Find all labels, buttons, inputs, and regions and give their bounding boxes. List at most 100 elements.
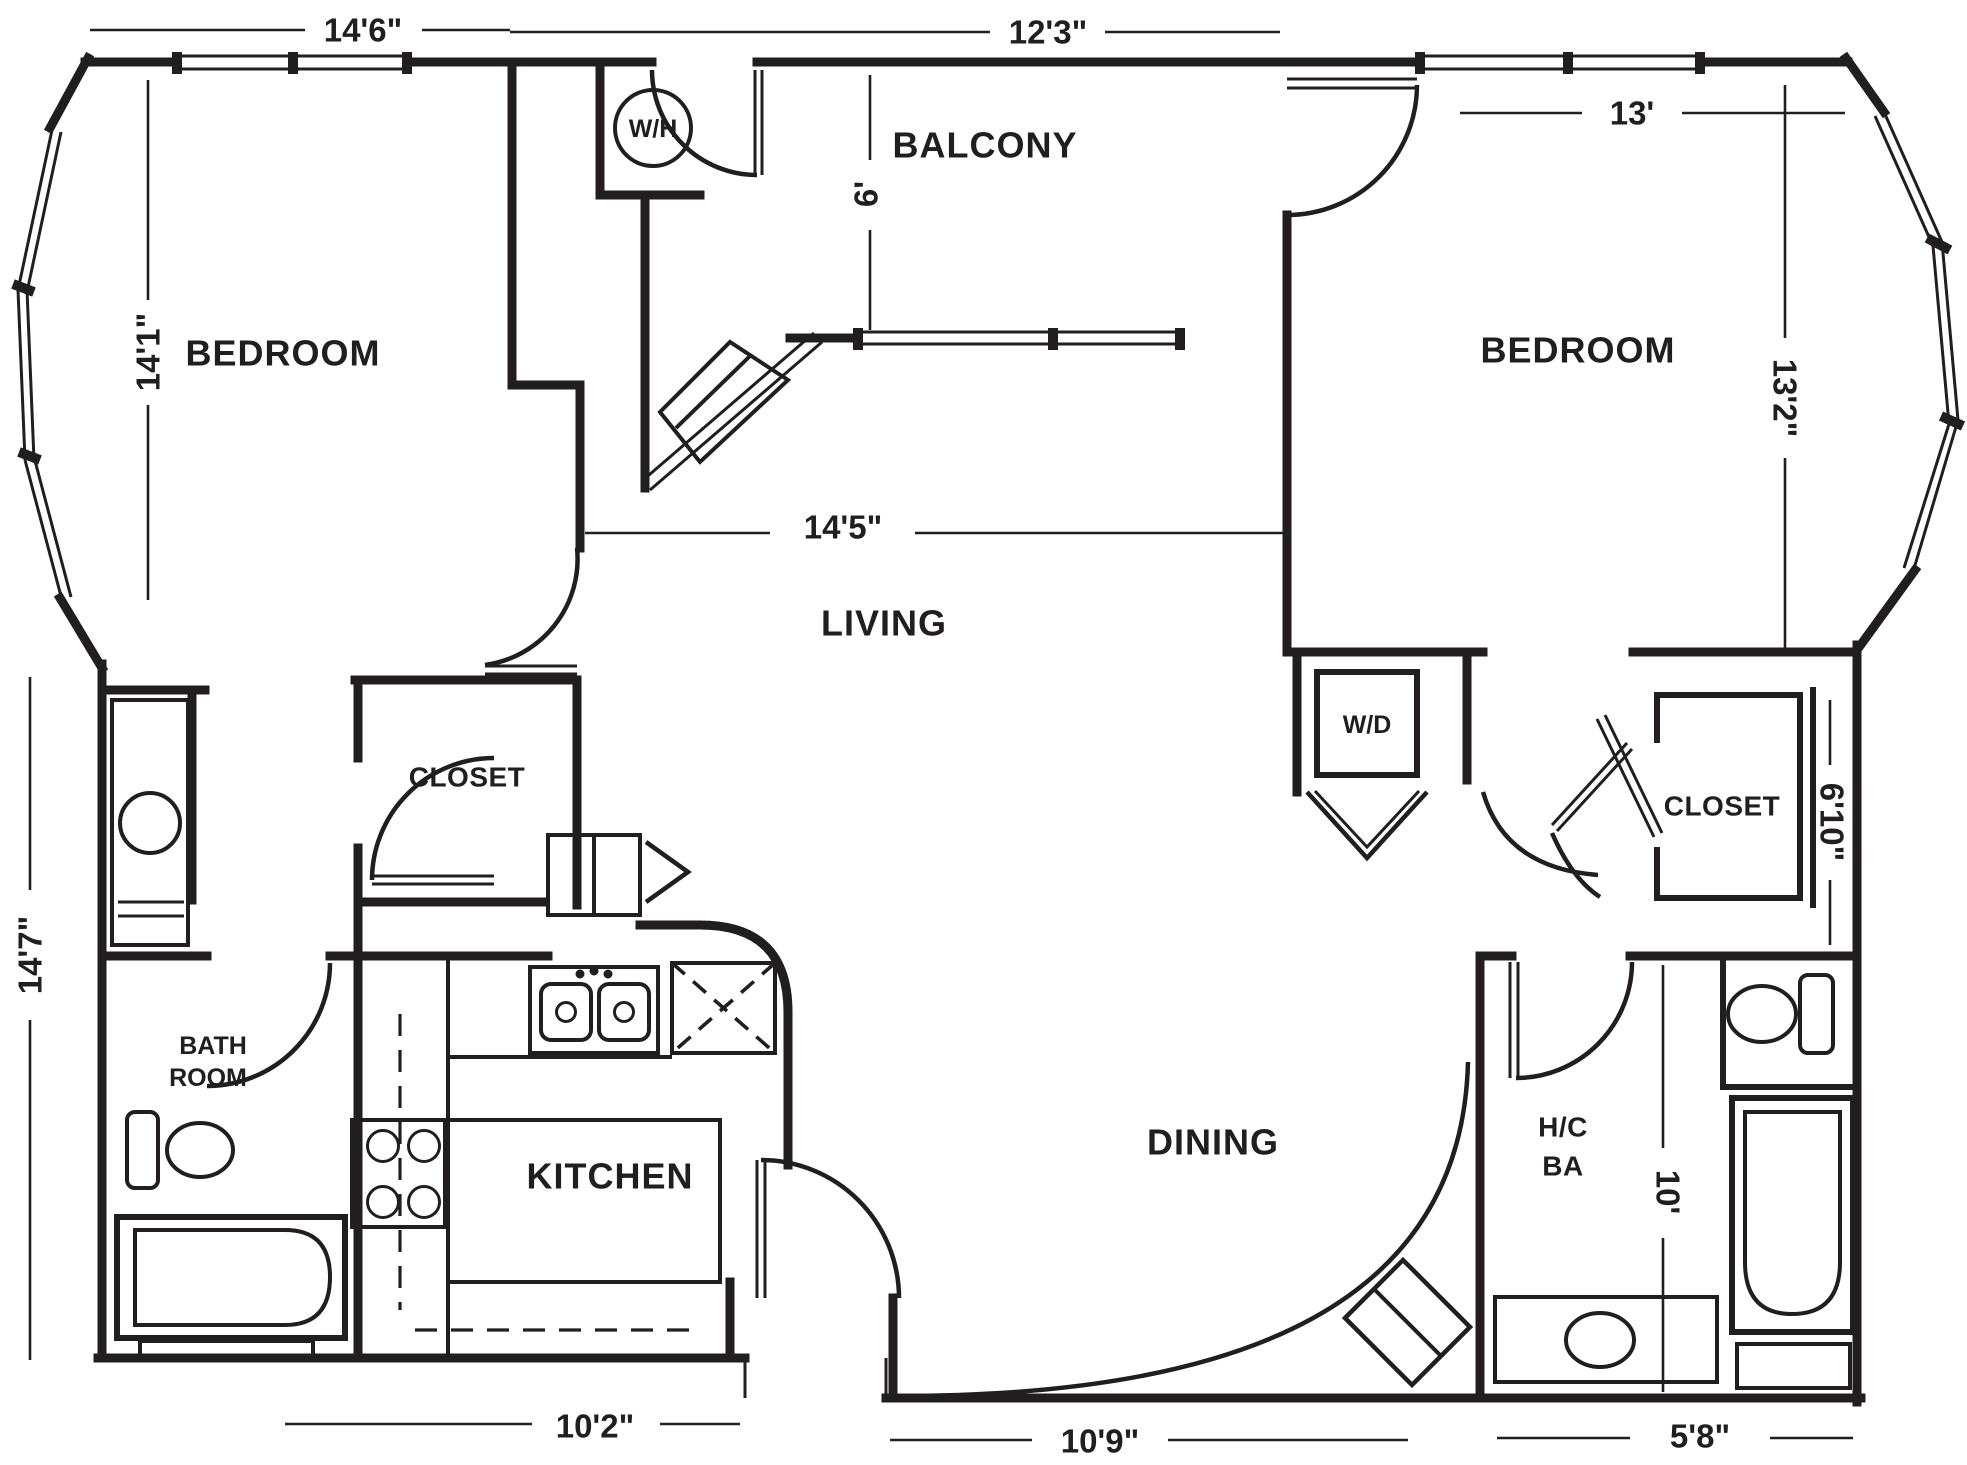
window-bay-right-3 (1902, 419, 1960, 573)
bifold-door-wd-inner (1313, 789, 1421, 850)
faucet-dot-2 (589, 966, 599, 976)
walls (43, 51, 1922, 1407)
vanity2-counter (1493, 1295, 1719, 1384)
door-arc-bedroom2-balcony (1286, 84, 1420, 218)
room-label-closet-left: CLOSET (409, 762, 526, 793)
door-arc-bath1 (206, 962, 333, 1089)
vanity1-shelf (118, 900, 184, 918)
dim-label-closet2-height: 6'10" (1814, 783, 1851, 862)
tub1-step (138, 1339, 315, 1358)
appliance-label-wh: W/H (629, 115, 678, 143)
corner-cabinet-dining (1341, 1256, 1474, 1389)
room-label-balcony: BALCONY (893, 125, 1078, 166)
wall-bay-right-stub-bottom (1850, 563, 1922, 657)
toilet1-tank-icon (125, 1110, 160, 1190)
toilet1-bowl-icon (165, 1121, 235, 1179)
door-arc-bedroom1 (484, 547, 580, 668)
dim-label-balcony-depth: 6' (848, 181, 885, 207)
appliance-label-wd: W/D (1343, 711, 1392, 739)
door-arc-entry (760, 1157, 902, 1299)
sink-basin-right-icon (597, 982, 651, 1042)
dim-label-bottom-middle: 10'9" (1061, 1423, 1140, 1460)
toilet2-tank-icon (1798, 973, 1835, 1055)
toilet2-bowl-icon (1726, 984, 1798, 1044)
door-leaf-closet2 (1550, 741, 1634, 833)
door-leaf-bedroom2-balcony (1287, 77, 1417, 90)
wall-kitchen-divider (635, 920, 793, 1170)
tub2-step (1735, 1342, 1852, 1390)
burner-4 (407, 1185, 441, 1219)
dim-label-bottom-right: 5'8" (1670, 1418, 1730, 1455)
entry-threshold-jambs (743, 1358, 888, 1398)
door-leaf-closet1 (372, 874, 494, 886)
tub1-surround (114, 1214, 348, 1341)
dim-label-living-width: 14'5" (804, 509, 883, 546)
bifold-door-wd (1305, 790, 1429, 862)
tub2-surround (1729, 1095, 1856, 1335)
vanity1-counter (110, 698, 190, 947)
refrigerator-box (670, 961, 777, 1055)
water-heater-icon (613, 88, 693, 168)
room-label-bathroom-line1: BATH (179, 1032, 247, 1060)
door-arc-bedroom2-hall (1480, 791, 1599, 878)
burner-1 (366, 1129, 400, 1163)
window-bay-left-posts (11, 279, 42, 465)
vanity1-sink-icon (118, 791, 182, 855)
window-bay-left-3 (23, 456, 73, 601)
wall-bay-left-stub-bottom (53, 591, 109, 675)
dim-label-bottom-left: 10'2" (556, 1408, 635, 1445)
fireplace-icon (657, 339, 792, 465)
dimension-lines (28, 28, 1853, 1442)
fireplace-diagonal-wall (641, 331, 823, 492)
fixtures (110, 88, 1856, 1390)
refrigerator-x-icon (670, 961, 777, 1055)
washer-dryer-icon (1314, 669, 1420, 778)
tub1-icon (133, 1228, 333, 1327)
door-leaf-entry (755, 1160, 767, 1298)
door-arc-closet1 (369, 755, 495, 881)
dim-label-bath2-height: 10' (1650, 1170, 1687, 1215)
sliding-door-posts (853, 328, 1185, 350)
window-bay-right-posts (1924, 233, 1966, 431)
wall-closet2-inner (1654, 692, 1803, 901)
doors (206, 69, 1664, 1399)
bypass-door-closet1 (485, 664, 577, 676)
labels: BEDROOM BALCONY BEDROOM LIVING CLOSET CL… (169, 115, 1780, 1197)
wall-bay-right-stub-top (1839, 51, 1891, 119)
room-label-dining: DINING (1147, 1122, 1279, 1163)
dim-label-top-right: 13' (1610, 95, 1655, 132)
burner-2 (407, 1129, 441, 1163)
bifold-door-pantry (644, 840, 692, 904)
kitchen-island (446, 1118, 722, 1284)
wall-bay-left-stub-top (43, 51, 95, 135)
window-bedroom2-posts (1415, 52, 1705, 74)
dim-label-left-side-height: 14'7" (12, 916, 49, 995)
window-bedroom1-posts (172, 52, 412, 74)
windows (11, 52, 1966, 601)
fireplace-divider (674, 354, 752, 430)
tub2-icon (1743, 1110, 1842, 1317)
door-leaf-bedroom2-hall (1595, 714, 1664, 838)
dimension-labels: 14'6" 12'3" 13' 14'1" 6' 13'2" 14'5" 6'1… (12, 12, 1851, 1460)
room-label-living: LIVING (821, 603, 947, 644)
sink-basin-left-icon (539, 982, 593, 1042)
room-label-hcba-line1: H/C (1538, 1112, 1588, 1143)
dim-label-bedroom1-height: 14'1" (130, 313, 167, 392)
stove-icon (350, 1118, 447, 1229)
faucet-dot-3 (603, 969, 613, 979)
window-bay-right-1 (1873, 111, 1944, 247)
door-arc-bath2 (1515, 961, 1635, 1081)
door-arc-closet2 (1549, 832, 1602, 899)
corner-cabinet-divider (1372, 1287, 1443, 1358)
window-bedroom2-top (1420, 54, 1700, 71)
dim-label-top-left: 14'6" (324, 12, 403, 49)
room-label-kitchen: KITCHEN (527, 1156, 694, 1197)
door-leaf-wh-closet (753, 70, 764, 175)
door-leaf-bath2 (1508, 962, 1520, 1078)
room-label-closet-right: CLOSET (1664, 791, 1781, 822)
sink-drain-left (555, 1001, 577, 1023)
window-bay-left-2 (16, 289, 36, 461)
room-label-bathroom-line2: ROOM (169, 1064, 247, 1092)
